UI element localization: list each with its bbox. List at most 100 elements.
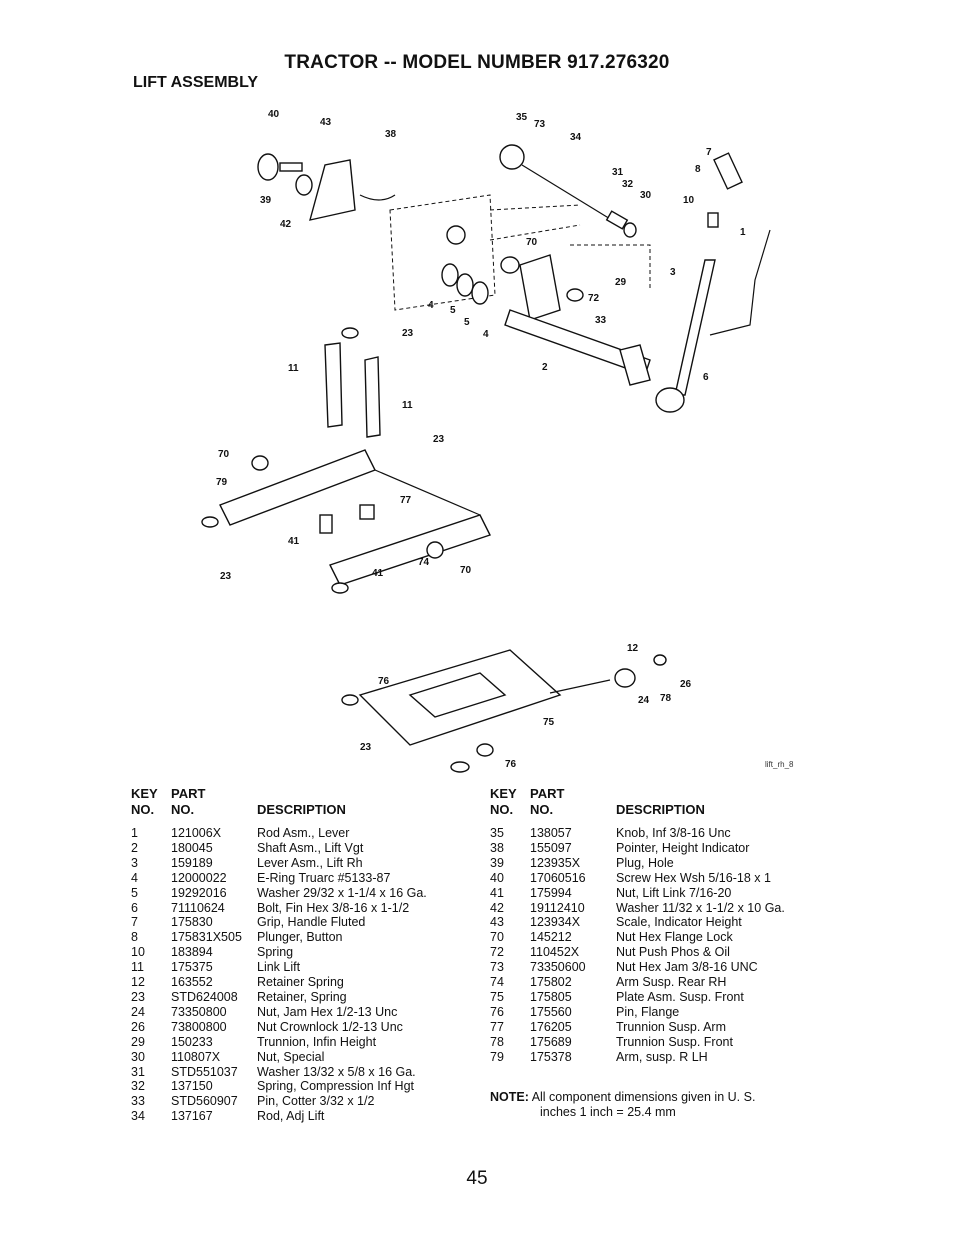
nut-70: [500, 256, 520, 274]
part-number: 155097: [530, 840, 572, 855]
part-number: 163552: [171, 975, 213, 990]
nut-70-right: [426, 541, 444, 559]
callout-label: 41: [288, 536, 300, 547]
part-description: Rod, Adj Lift: [257, 1109, 325, 1124]
key-number: 34: [131, 1109, 145, 1124]
part-description: Bolt, Fin Hex 3/8-16 x 1-1/2: [257, 900, 410, 915]
part-number: 137167: [171, 1109, 213, 1124]
part-description: Scale, Indicator Height: [616, 915, 742, 930]
retainer-12: [653, 654, 667, 666]
part-number: 176205: [530, 1019, 572, 1034]
part-description: Pointer, Height Indicator: [616, 840, 750, 855]
callout-label: 26: [680, 679, 692, 690]
key-number: 30: [131, 1049, 145, 1064]
spring-32: [605, 210, 629, 230]
callout-label: 75: [543, 717, 555, 728]
callout-label: 41: [372, 568, 384, 579]
callout-label: 3: [670, 267, 676, 278]
key-number: 4: [131, 870, 138, 885]
callout-label: 73: [534, 119, 546, 130]
part-description: Trunnion Susp. Arm: [616, 1019, 727, 1034]
bracket-hole: [446, 225, 466, 245]
dashed-guide-c: [570, 244, 651, 290]
key-number: 33: [131, 1094, 145, 1109]
part-number: 180045: [171, 840, 213, 855]
part-number: 137150: [171, 1079, 213, 1094]
callout-label: 23: [220, 571, 232, 582]
callout-label: 35: [516, 112, 528, 123]
callout-label: 78: [660, 693, 672, 704]
key-number: 38: [490, 840, 504, 855]
susp-arm-lh: [219, 449, 376, 526]
key-number: 39: [490, 855, 504, 870]
part-description: Link Lift: [257, 960, 301, 975]
callout-label: 4: [483, 329, 489, 340]
key-number: 31: [131, 1064, 145, 1079]
note-line-2: inches 1 inch = 25.4 mm: [540, 1105, 676, 1119]
callout-label: 43: [320, 117, 332, 128]
part-description: Trunnion Susp. Front: [616, 1034, 733, 1049]
header-part-no: NO.: [530, 802, 554, 817]
part-description: Nut, Lift Link 7/16-20: [616, 885, 732, 900]
callout-label: 33: [595, 315, 607, 326]
key-number: 26: [131, 1019, 145, 1034]
header-part-no: NO.: [171, 802, 195, 817]
part-number: STD560907: [171, 1094, 238, 1109]
part-number: 17060516: [530, 870, 586, 885]
callout-label: 31: [612, 167, 624, 178]
callout-label: 4: [428, 300, 434, 311]
part-description: Nut Hex Flange Lock: [616, 930, 733, 945]
part-number: 159189: [171, 855, 213, 870]
lever-rod: [709, 229, 771, 336]
key-number: 73: [490, 960, 504, 975]
part-number: STD624008: [171, 989, 238, 1004]
callout-label: 1: [740, 227, 746, 238]
spring-10: [707, 212, 719, 228]
pin-76-bottom: [476, 743, 494, 757]
part-number: 19112410: [530, 900, 585, 915]
section-title: LIFT ASSEMBLY: [133, 74, 259, 91]
grip-7: [713, 152, 743, 190]
part-number: 138057: [530, 826, 572, 840]
header-key: KEY: [490, 786, 517, 801]
part-number: 175378: [530, 1049, 572, 1064]
part-number: 175802: [530, 975, 572, 990]
part-number: 71110624: [171, 900, 225, 915]
part-number: 175994: [530, 885, 572, 900]
callout-label: 12: [627, 643, 639, 654]
page-title: TRACTOR -- MODEL NUMBER 917.276320: [284, 52, 670, 73]
note-line-1: All component dimensions given in U. S.: [531, 1090, 756, 1104]
page-number: 45: [466, 1168, 488, 1189]
adj-lift-rod: [521, 164, 621, 226]
callout-label: 11: [402, 400, 413, 411]
part-number: 123934X: [530, 915, 581, 930]
header-key: KEY: [131, 786, 158, 801]
callout-label: 42: [280, 219, 292, 230]
part-number: 175831X505: [171, 930, 242, 945]
callout-label: 70: [218, 449, 230, 460]
table-row: 34 137167 Rod, Adj Lift: [131, 1109, 471, 1124]
figure-id: lift_rh_8: [765, 760, 794, 769]
part-description: Plunger, Button: [257, 930, 343, 945]
part-description: Nut, Special: [257, 1049, 325, 1064]
part-number: 73350600: [530, 960, 586, 975]
callout-label: 6: [703, 372, 709, 383]
header-part: PART: [530, 786, 565, 801]
key-number: 3: [131, 855, 138, 870]
